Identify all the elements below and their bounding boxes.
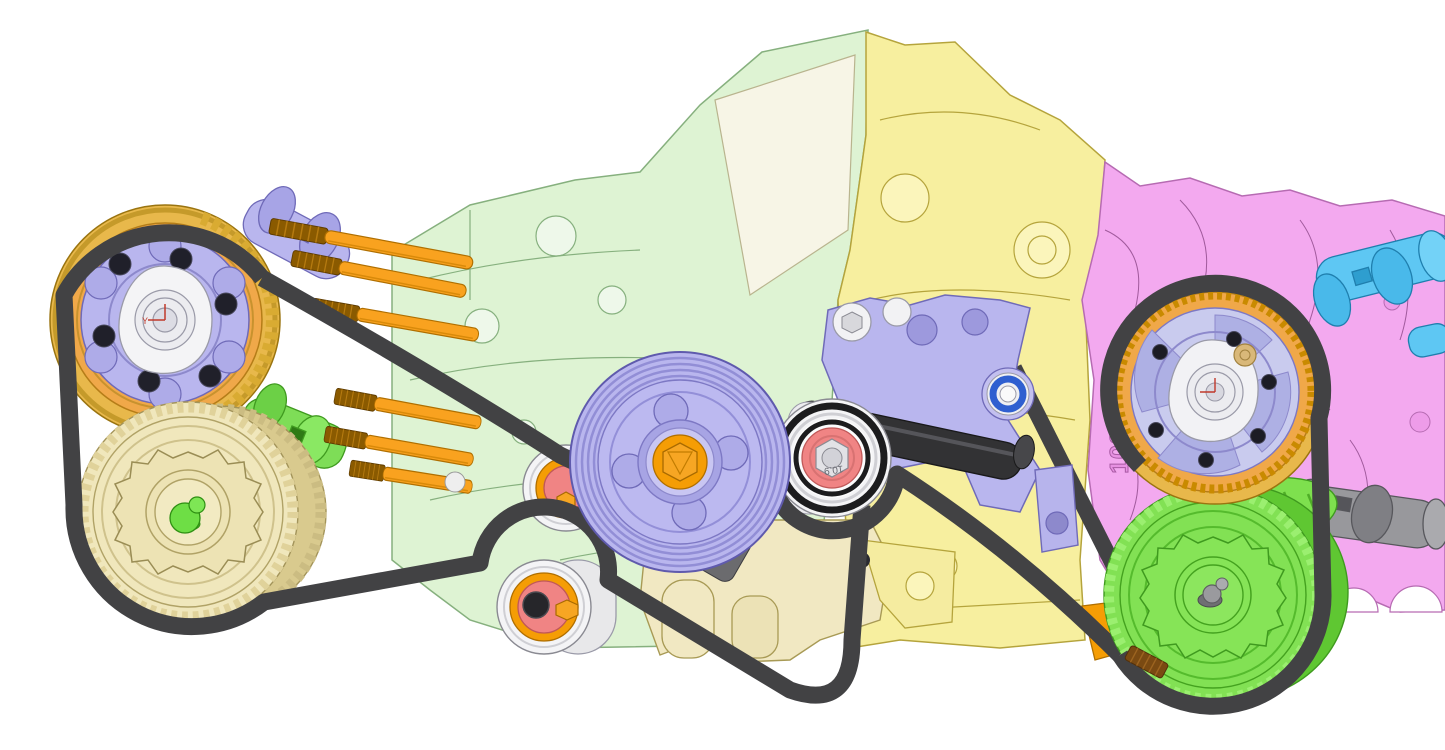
tensioner-bolt-grade: 10.9 xyxy=(823,463,844,477)
stud-washer xyxy=(444,471,466,493)
svg-text:Y: Y xyxy=(142,316,148,326)
sprocket-teeth xyxy=(77,401,299,623)
pump-hub-nut xyxy=(662,442,698,482)
head-studs xyxy=(267,217,484,496)
pulley-grooves xyxy=(574,356,786,568)
axis-marker: Y xyxy=(142,304,166,326)
lower-right-stud xyxy=(1124,645,1169,679)
axis-marker xyxy=(1200,378,1216,393)
belt-tensioner-diagonal xyxy=(768,465,1127,662)
sprocket-teeth xyxy=(1113,290,1317,494)
belt-left-loop xyxy=(55,224,871,704)
pivot-bushing xyxy=(981,367,1035,421)
bracket-bolt xyxy=(841,311,863,334)
crankcase-inner-wall xyxy=(714,54,856,297)
crank-key-green xyxy=(169,496,206,534)
crank-key-gray xyxy=(1197,577,1229,608)
phaser-bolt-holes xyxy=(1148,331,1277,468)
idler-nut xyxy=(555,599,579,621)
tensioner-pulley: 10.9 xyxy=(772,398,892,518)
water-pump-pulley xyxy=(569,351,791,582)
belt-right-loop xyxy=(1100,274,1332,715)
lower-idler-pulley xyxy=(496,559,617,655)
right-cam-phaser-gear xyxy=(1102,279,1328,505)
hub-bolt-holes xyxy=(92,247,238,393)
left-intake-cam-sprocket: Y xyxy=(49,204,281,436)
